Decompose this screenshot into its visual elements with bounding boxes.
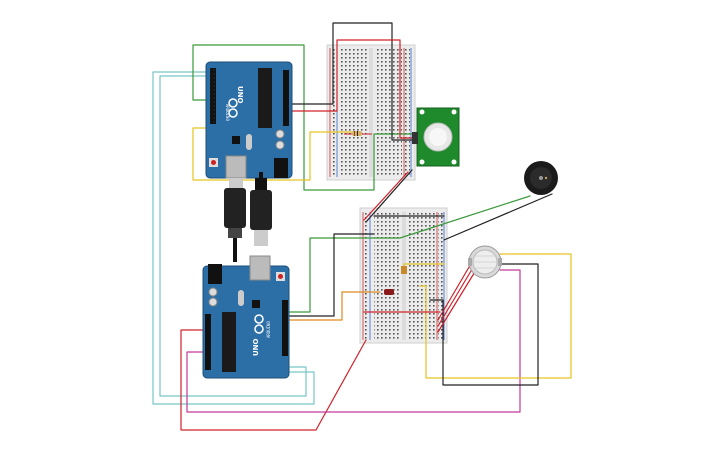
wire-black-buzzer[interactable] — [289, 233, 375, 317]
wire-red-bottom[interactable] — [180, 329, 367, 431]
wire-black-mid[interactable] — [365, 169, 413, 223]
header-icsp — [252, 300, 260, 308]
wire-red-upper[interactable] — [289, 39, 413, 139]
power-jack — [208, 264, 222, 284]
arduino-upper[interactable]: UNO ARDUINO — [205, 61, 293, 179]
wire-black-gas[interactable] — [429, 263, 539, 386]
buzzer-icon[interactable] — [524, 161, 558, 195]
board-model-label: UNO — [252, 338, 260, 356]
wire-red-mid[interactable] — [363, 171, 409, 221]
board-brand-label: ARDUINO — [225, 104, 230, 121]
header-icsp — [232, 136, 240, 144]
crystal — [238, 290, 244, 306]
arduino-lower[interactable]: UNO ARDUINO — [202, 255, 290, 379]
gas-sensor-icon[interactable] — [468, 245, 502, 279]
usb-port — [225, 155, 247, 179]
capacitor — [208, 297, 218, 307]
wire-magenta[interactable] — [186, 269, 521, 413]
wire-green-upper[interactable] — [192, 44, 413, 191]
wire-green-buzzer[interactable] — [289, 195, 531, 313]
power-jack — [274, 158, 288, 178]
header-left[interactable] — [205, 314, 211, 370]
arduino-infinity-icon — [254, 314, 264, 334]
resistor-bottom[interactable] — [384, 289, 394, 295]
microcontroller-chip — [258, 68, 272, 128]
breadboard-top[interactable] — [326, 44, 416, 181]
header-right[interactable] — [283, 70, 289, 126]
pir-sensor-icon[interactable] — [412, 107, 460, 167]
capacitor — [208, 287, 218, 297]
wire-red-gas-3[interactable] — [437, 269, 477, 333]
arduino-infinity-icon — [228, 98, 238, 118]
header-right[interactable] — [282, 300, 288, 356]
wire-red-gas-2[interactable] — [437, 265, 475, 327]
usb-port — [249, 255, 271, 281]
breadboard-bottom[interactable] — [359, 207, 448, 344]
crystal — [246, 134, 252, 150]
resistor-top[interactable] — [352, 131, 362, 136]
microcontroller-chip — [222, 312, 236, 372]
wire-yellow-gas[interactable] — [419, 253, 572, 379]
capacitor — [275, 140, 285, 150]
wire-black-upper[interactable] — [289, 22, 413, 141]
board-brand-label: ARDUINO — [266, 321, 271, 338]
capacitor — [275, 129, 285, 139]
usb-cable-icon — [224, 172, 272, 262]
wire-teal-inner[interactable] — [159, 75, 307, 397]
wire-red-gas-1[interactable] — [437, 261, 473, 321]
led-lower[interactable] — [401, 266, 407, 274]
wire-black-buzzer2[interactable] — [443, 193, 553, 241]
wire-teal-outer[interactable] — [152, 71, 315, 405]
wire-yellow-upper[interactable] — [192, 127, 353, 181]
wire-orange[interactable] — [289, 291, 381, 321]
board-model-label: UNO — [236, 86, 244, 104]
wires — [152, 22, 572, 431]
